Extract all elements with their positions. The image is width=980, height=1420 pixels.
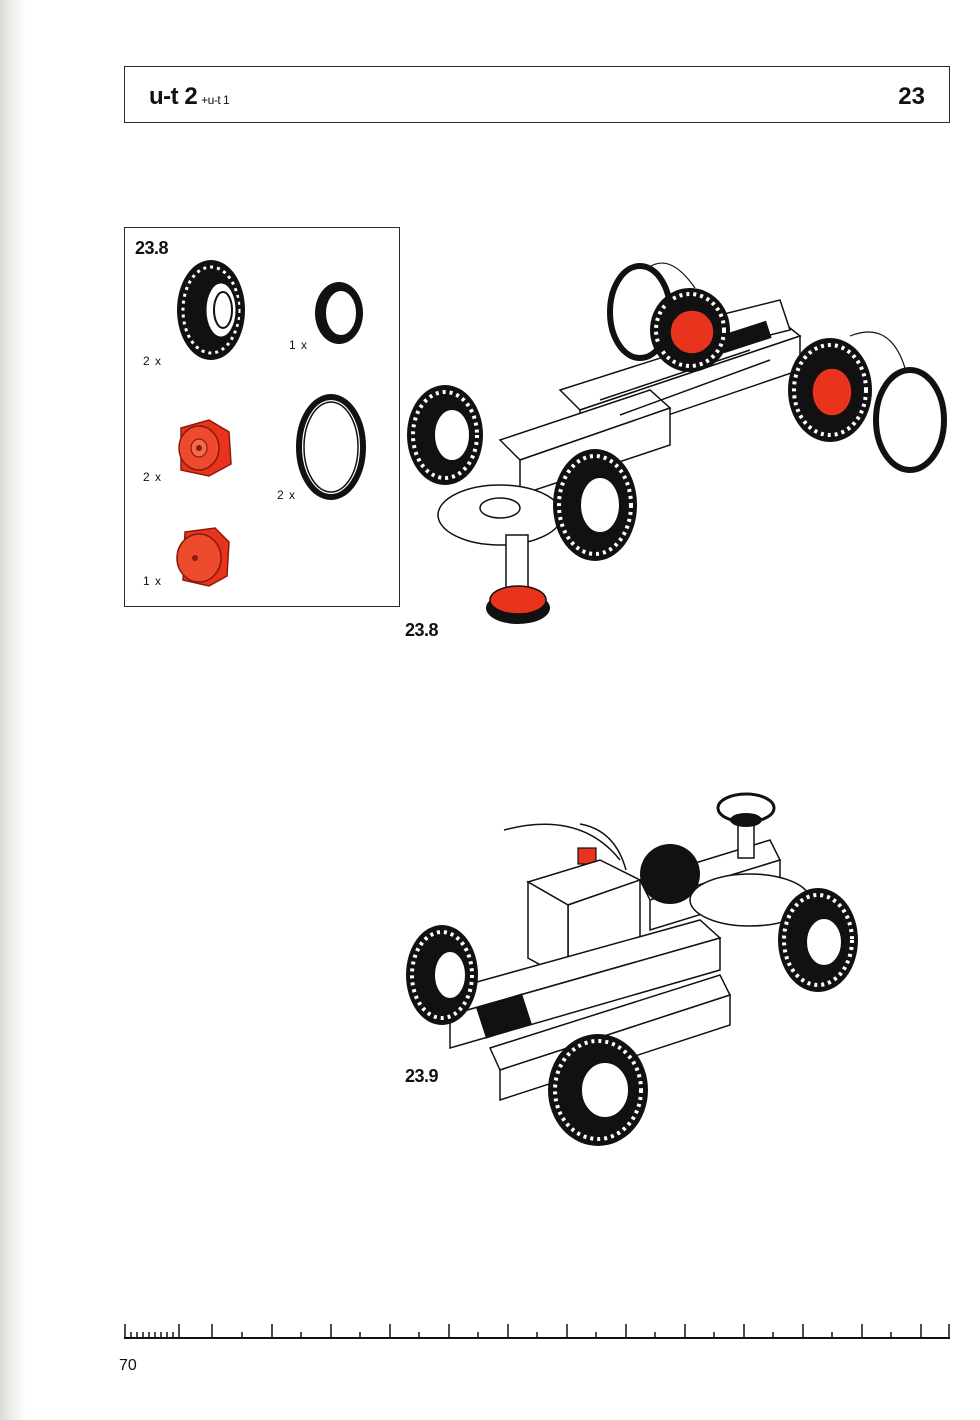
part-qty-red-hub: 1 x — [143, 574, 163, 588]
series-title: u-t 2+u-t 1 — [149, 83, 230, 111]
parts-box-label: 23.8 — [135, 238, 169, 258]
part-qty-large-tire: 2 x — [143, 354, 163, 368]
step-label-23-9: 23.9 — [405, 1066, 439, 1086]
page-number: 70 — [119, 1357, 137, 1374]
wheel-rear-right — [788, 338, 872, 442]
large-tire-icon — [177, 260, 245, 360]
part-qty-small-ring: 1 x — [289, 338, 309, 352]
assembly-illustration-23-9 — [406, 792, 858, 1146]
wheel-front-left — [407, 385, 483, 485]
part-qty-red-hub-nut: 2 x — [143, 470, 163, 484]
small-ring-icon — [315, 282, 363, 344]
wheel-rear-left — [650, 288, 730, 372]
red-hub-nut-icon — [178, 419, 232, 477]
wheel-front-right — [553, 449, 637, 561]
part-qty-thin-ring: 2 x — [277, 488, 297, 502]
red-hub-icon — [176, 527, 230, 587]
book-spine-shadow — [0, 0, 26, 1420]
section-number: 23 — [898, 83, 925, 110]
measurement-ruler — [124, 1324, 950, 1339]
series-name: u-t 2 — [149, 83, 198, 110]
thin-ring-icon — [296, 394, 366, 500]
parts-list-box: 23.8 2 x 1 x 2 x 2 x 1 x — [124, 227, 400, 607]
step-label-23-8: 23.8 — [405, 620, 439, 640]
series-subtitle: +u-t 1 — [201, 93, 230, 107]
page-header: u-t 2+u-t 1 23 — [124, 66, 950, 123]
assembly-illustration-23-8 — [407, 262, 947, 624]
